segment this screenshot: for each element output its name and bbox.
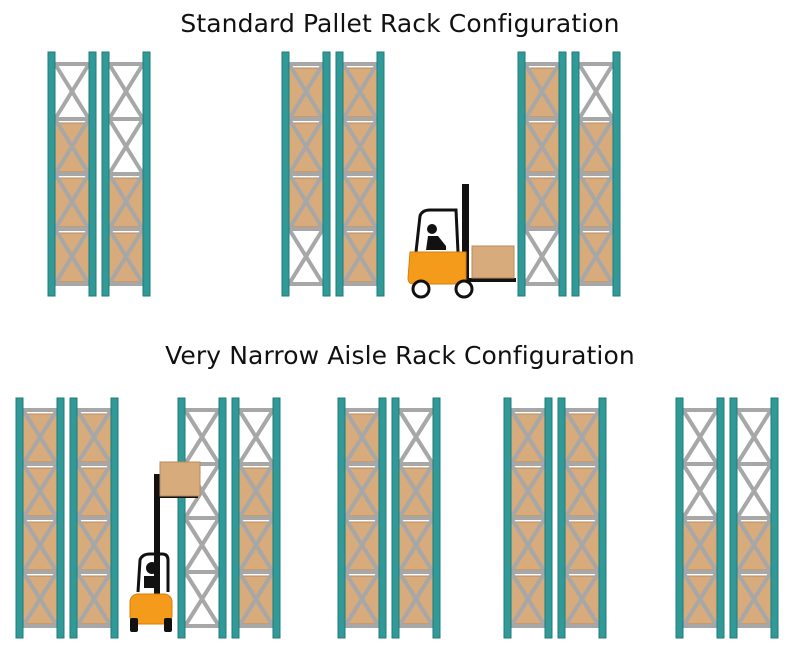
rack-upright	[378, 397, 387, 639]
truck-body	[129, 593, 173, 625]
rack-upright	[110, 397, 119, 639]
rack-upright	[272, 397, 281, 639]
driver-head	[427, 224, 437, 234]
vna-rack-5	[675, 397, 779, 639]
rack-upright	[322, 51, 331, 297]
driver-body	[426, 236, 446, 250]
driver-head	[146, 562, 158, 574]
driver-body	[144, 576, 160, 588]
vna-config-title: Very Narrow Aisle Rack Configuration	[165, 341, 635, 370]
vna-rack-3	[337, 397, 441, 639]
rack-bracing	[287, 62, 325, 286]
rack-upright	[571, 51, 580, 297]
rack-bracing	[509, 408, 547, 628]
forklift-wheel	[411, 279, 431, 299]
rack-bracing	[523, 62, 561, 286]
standard-rack-1	[47, 51, 151, 297]
rack-upright	[337, 397, 346, 639]
rack-upright	[716, 397, 725, 639]
rack-upright	[231, 397, 240, 639]
rack-upright	[281, 51, 290, 297]
rack-upright	[101, 51, 110, 297]
rack-bracing	[735, 408, 773, 628]
rack-upright	[15, 397, 24, 639]
standard-rack-3	[517, 51, 621, 297]
rack-bracing	[237, 408, 275, 628]
rack-upright	[177, 397, 186, 639]
rack-upright	[612, 51, 621, 297]
vna-rack-2	[177, 397, 281, 639]
rack-upright	[517, 51, 526, 297]
rack-bracing	[341, 62, 379, 286]
truck-wheel	[164, 618, 172, 632]
rack-upright	[335, 51, 344, 297]
truck-guard	[136, 552, 170, 593]
rack-bracing	[183, 408, 221, 628]
rack-bracing	[75, 408, 113, 628]
rack-upright	[56, 397, 65, 639]
rack-bracing	[577, 62, 615, 286]
rack-upright	[558, 51, 567, 297]
rack-bracing	[21, 408, 59, 628]
standard-rack-2	[281, 51, 385, 297]
rack-bracing	[563, 408, 601, 628]
rack-bracing	[681, 408, 719, 628]
rack-upright	[142, 51, 151, 297]
rack-bracing	[107, 62, 145, 286]
forklift-forks	[466, 278, 516, 282]
rack-upright	[503, 397, 512, 639]
rack-upright	[557, 397, 566, 639]
truck-wheel	[130, 618, 138, 632]
rack-upright	[88, 51, 97, 297]
rack-bracing	[343, 408, 381, 628]
forklift-body	[407, 251, 467, 285]
rack-upright	[675, 397, 684, 639]
rack-bracing	[53, 62, 91, 286]
reach-truck-front-view-icon	[129, 461, 201, 632]
rack-upright	[598, 397, 607, 639]
pallet-box-icon	[471, 245, 515, 279]
rack-upright	[376, 51, 385, 297]
forklift-mast	[462, 184, 469, 286]
rack-upright	[729, 397, 738, 639]
pallet-box-icon	[159, 461, 201, 497]
vna-rack-1	[15, 397, 119, 639]
rack-pallets	[54, 122, 144, 283]
forklift-side-view-icon	[407, 184, 516, 299]
rack-upright	[432, 397, 441, 639]
rack-upright	[218, 397, 227, 639]
rack-upright	[69, 397, 78, 639]
rack-upright	[770, 397, 779, 639]
rack-upright	[47, 51, 56, 297]
rack-bracing	[397, 408, 435, 628]
forklift-guard	[414, 208, 460, 253]
rack-upright	[544, 397, 553, 639]
forklift-wheel	[454, 279, 474, 299]
truck-mast	[154, 474, 160, 598]
rack-upright	[391, 397, 400, 639]
standard-config-title: Standard Pallet Rack Configuration	[180, 9, 620, 38]
vna-rack-4	[503, 397, 607, 639]
